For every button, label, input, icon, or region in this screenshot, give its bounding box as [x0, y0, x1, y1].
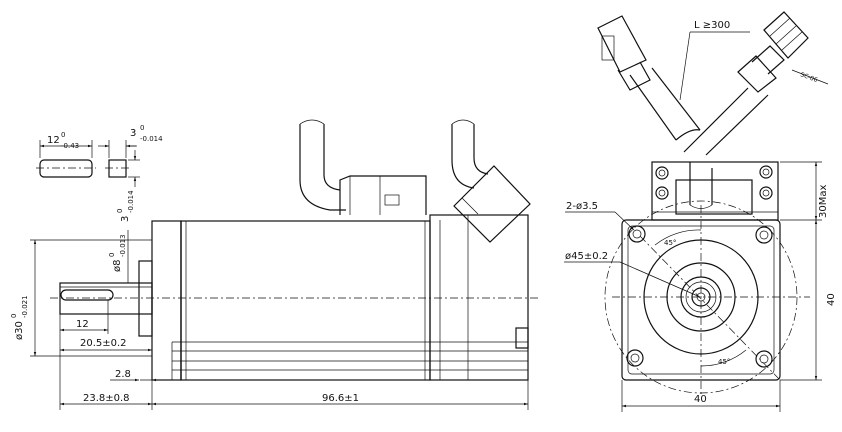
encoder-connector: [453, 165, 531, 243]
power-plug: [597, 15, 647, 73]
svg-text:0: 0: [140, 124, 144, 132]
cable-length-label: L ≥300: [694, 20, 730, 31]
svg-text:0: 0: [116, 209, 124, 213]
encoder-cable: [451, 124, 475, 189]
motor-shaft: [59, 282, 153, 315]
key-end-outline: [108, 159, 127, 178]
key-len-label: 12: [76, 319, 89, 330]
mount-holes-label: 2-ø3.5: [566, 201, 598, 212]
power-connector: [339, 175, 427, 215]
svg-text:-0.014: -0.014: [127, 190, 135, 213]
svg-text:-0.014: -0.014: [140, 135, 163, 143]
power-cable: [299, 124, 346, 211]
body-length-label: 96.6±1: [322, 393, 359, 404]
mount-holes: [626, 225, 773, 368]
front-encoder-cable: [683, 87, 749, 153]
flange-pilot: [138, 260, 153, 337]
svg-text:0: 0: [10, 314, 18, 318]
motor-side-view: ø30 0 -0.021 ø8 0 -0.013 12 20.5±0.2 2.8…: [10, 119, 540, 410]
angle-top-label: 45°: [664, 239, 676, 247]
flange-width-label: 40: [694, 394, 707, 405]
motor-body: [180, 220, 431, 381]
shaft-keyway: [60, 289, 114, 301]
key-length-label: 12: [47, 135, 60, 146]
flange-thickness-label: 2.8: [115, 369, 131, 380]
pcd-label: ø45±0.2: [565, 251, 608, 262]
svg-text:-0.021: -0.021: [21, 295, 29, 318]
shaft-key-detail: 12 0 -0.43 3 0 -0.014 3 0 -0.014: [36, 124, 163, 222]
connector-screws: [655, 165, 773, 200]
pilot-diameter-label: ø30: [14, 321, 25, 340]
front-power-cable: [629, 74, 677, 141]
flange-height-label: 40: [826, 293, 837, 306]
shaft-diameter-label: ø8: [112, 260, 123, 272]
motor-flange: [151, 220, 182, 381]
encoder-plug: [763, 11, 809, 59]
svg-text:-0.43: -0.43: [61, 142, 79, 150]
shaft-total-label: 23.8±0.8: [83, 393, 130, 404]
svg-text:-0.013: -0.013: [119, 234, 127, 257]
encoder-housing: [429, 214, 529, 381]
connector-height-label: 30Max: [818, 185, 829, 218]
svg-text:0: 0: [61, 131, 65, 139]
connector-label: SC-06: [799, 71, 818, 84]
key-width-label: 3: [130, 128, 136, 139]
key-height-label: 3: [120, 216, 131, 222]
connector-block: [651, 161, 779, 221]
shaft-length-label: 20.5±0.2: [80, 338, 127, 349]
key-side-outline: [39, 159, 93, 178]
angle-bottom-label: 45°: [718, 358, 730, 366]
svg-text:0: 0: [108, 253, 116, 257]
motor-front-view: 45° 45° L ≥300: [564, 11, 837, 412]
